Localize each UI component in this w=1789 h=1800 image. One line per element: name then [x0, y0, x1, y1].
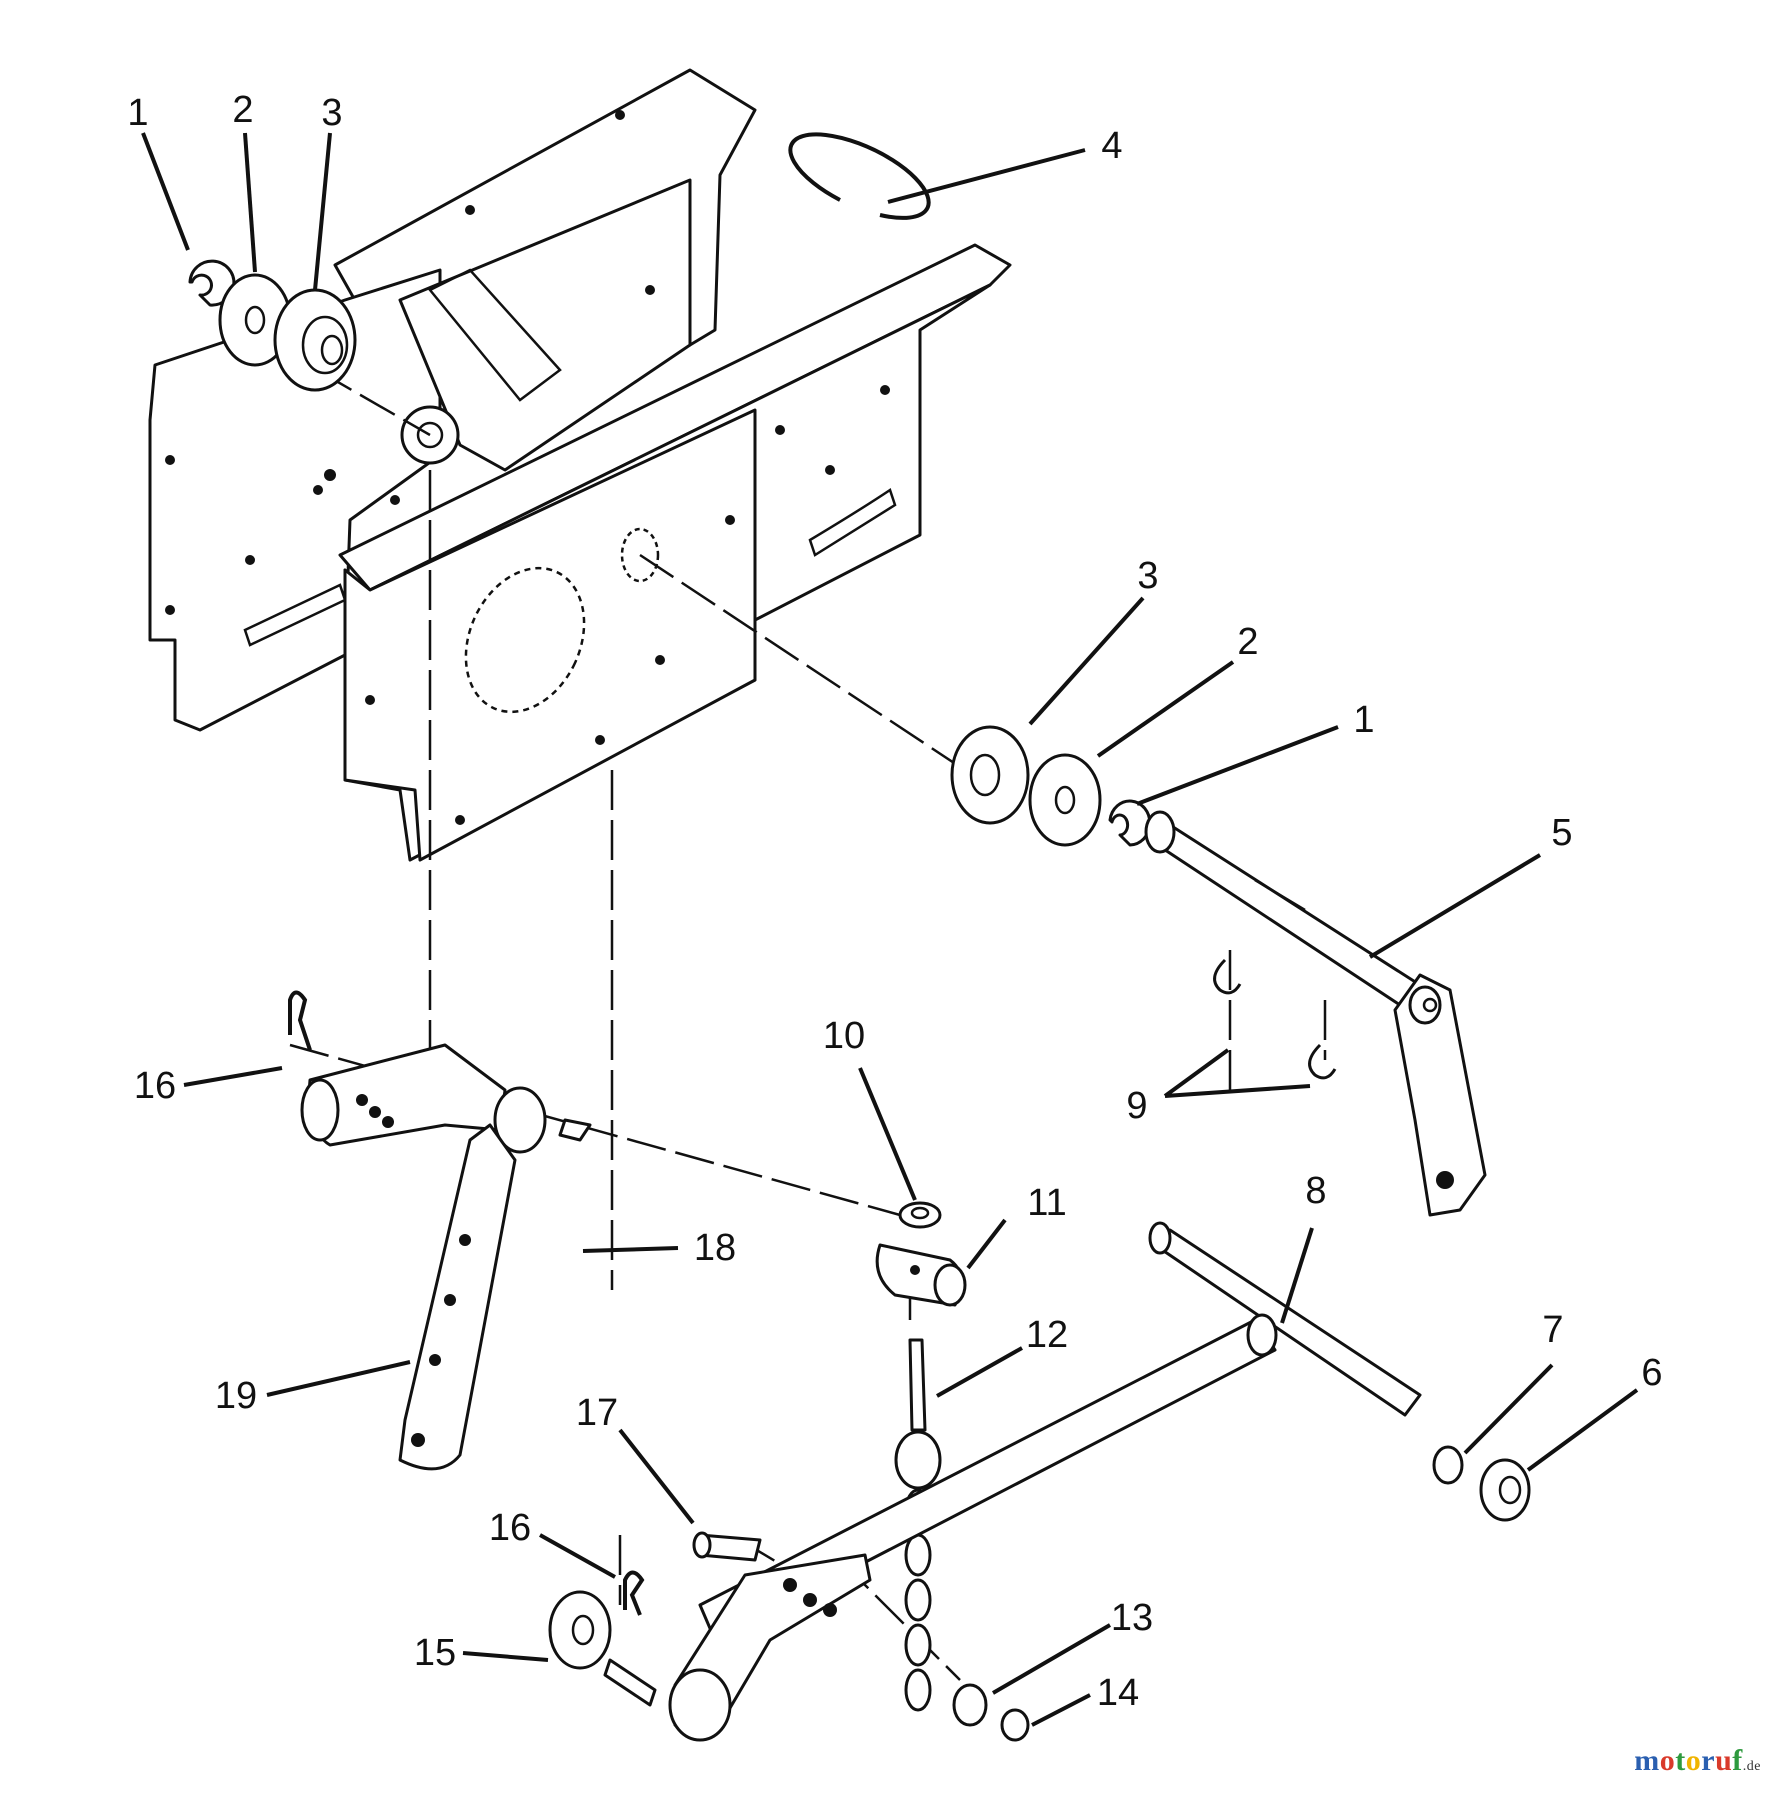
callout-3-left: 3 [321, 92, 342, 134]
callout-5: 5 [1551, 812, 1572, 854]
callout-2-right: 2 [1237, 621, 1258, 663]
logo-letter: o [1685, 1744, 1702, 1777]
logo-letter: o [1659, 1744, 1676, 1777]
right-pivot-hardware [950, 725, 1152, 847]
nut-14 [1000, 1708, 1030, 1742]
ferrule [875, 1201, 967, 1307]
logo-letter: u [1715, 1744, 1733, 1777]
hairpin-clips [1213, 958, 1337, 1080]
logo-letter: m [1634, 1744, 1660, 1777]
callout-17: 17 [576, 1392, 618, 1434]
cross-shaft [1144, 810, 1487, 1217]
callout-7: 7 [1542, 1309, 1563, 1351]
callout-leaders [141, 132, 1639, 1727]
e-ring-left [188, 259, 236, 307]
washer-7 [1432, 1445, 1464, 1485]
callout-2-left: 2 [232, 89, 253, 131]
watermark-logo: motoruf.de [1634, 1744, 1761, 1778]
callout-11: 11 [1027, 1182, 1066, 1224]
washer-13 [952, 1683, 988, 1727]
nut-6 [1479, 1458, 1531, 1522]
washer-15 [548, 1590, 612, 1670]
e-ring-right [1108, 799, 1152, 847]
callout-16-upper: 16 [134, 1065, 176, 1107]
callout-14: 14 [1097, 1672, 1139, 1714]
bushing-right [950, 725, 1030, 825]
logo-letter: t [1675, 1744, 1686, 1777]
callout-labels: 1 2 3 4 3 2 1 5 16 10 9 11 8 18 7 6 12 1… [127, 89, 1662, 1714]
callout-8: 8 [1305, 1170, 1326, 1212]
callout-1-left: 1 [127, 92, 148, 134]
callout-16-lower: 16 [489, 1507, 531, 1549]
left-pivot-hardware [188, 259, 357, 392]
hairpin-upper [288, 990, 312, 1051]
callout-18: 18 [694, 1227, 736, 1269]
callout-19: 19 [215, 1375, 257, 1417]
washer-right [1028, 753, 1102, 847]
callout-6: 6 [1641, 1352, 1662, 1394]
callout-15: 15 [414, 1632, 456, 1674]
logo-suffix: .de [1742, 1759, 1761, 1774]
callout-10: 10 [823, 1015, 865, 1057]
callout-4: 4 [1101, 125, 1122, 167]
callout-3-right: 3 [1137, 555, 1158, 597]
callout-13: 13 [1111, 1597, 1153, 1639]
bushing-left [273, 288, 357, 392]
callout-12: 12 [1026, 1314, 1068, 1356]
logo-letter: f [1732, 1744, 1743, 1777]
pivot-arm [300, 1043, 592, 1471]
small-hardware [548, 1445, 1531, 1742]
lift-axle [668, 1221, 1422, 1742]
frame-assembly [148, 68, 1012, 862]
callout-9: 9 [1126, 1085, 1147, 1127]
callout-1-right: 1 [1353, 699, 1374, 741]
snap-ring [788, 132, 931, 220]
logo-letter: r [1701, 1744, 1716, 1777]
hairpin-lower [623, 1570, 645, 1616]
